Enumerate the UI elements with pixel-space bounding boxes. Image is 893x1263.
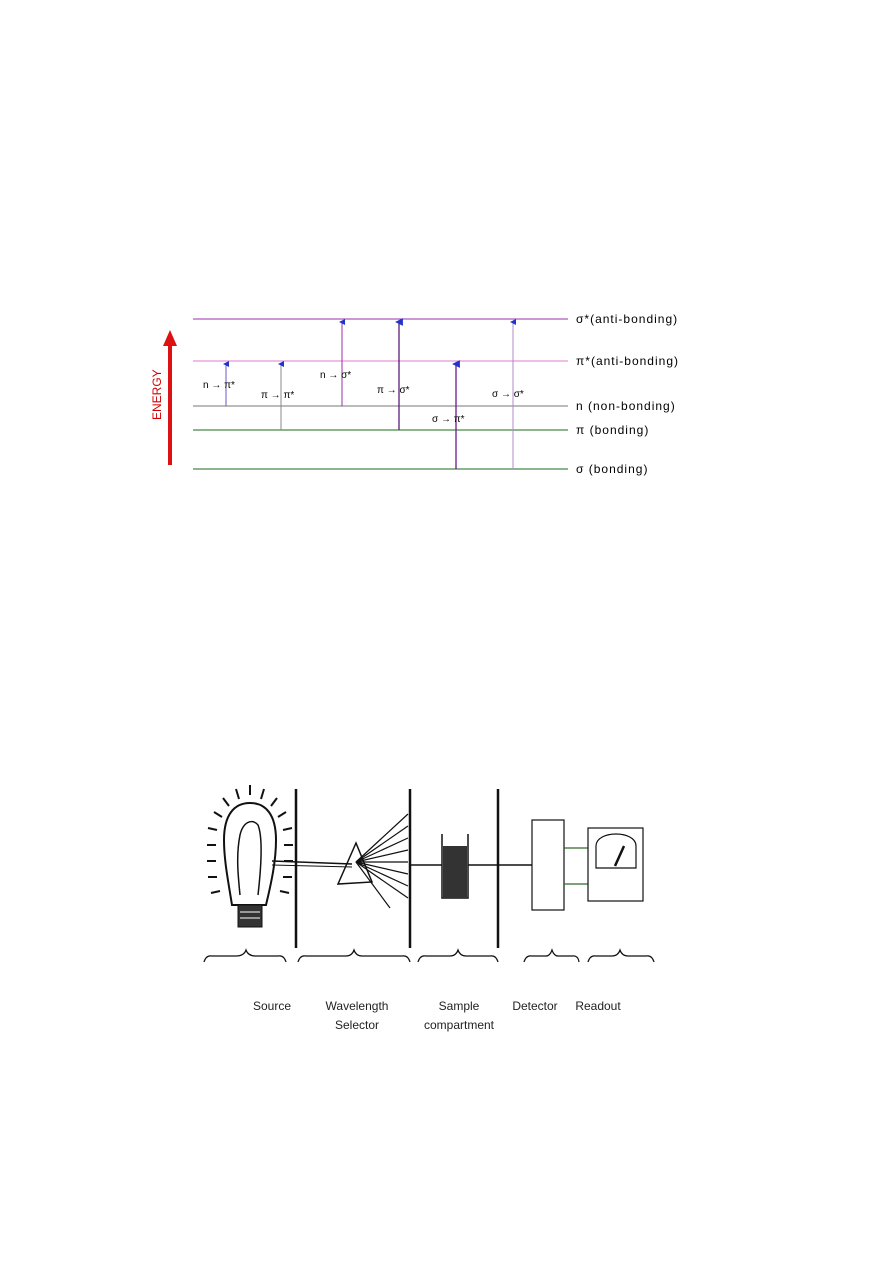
- energy-axis-arrowhead: [163, 330, 177, 346]
- energy-levels: σ*(anti-bonding) π*(anti-bonding) n (non…: [193, 312, 679, 476]
- brace-detector: [523, 948, 580, 963]
- light-beam-in-2: [271, 864, 353, 868]
- energy-axis: ENERGY: [150, 330, 177, 465]
- transition-label-sigma-sigma-star: σ → σ*: [492, 389, 524, 400]
- energy-level-diagram: ENERGY σ*(anti-bonding) π*(anti-bonding)…: [150, 312, 679, 476]
- level-label-n: n (non-bonding): [576, 399, 676, 413]
- transition-label-sigma-pi-star: σ → π*: [432, 414, 465, 425]
- level-label-pi-star: π*(anti-bonding): [576, 354, 679, 368]
- spectrometer-schematic: [203, 785, 655, 963]
- brace-sample: [417, 948, 499, 963]
- transition-label-n-pi-star: n → π*: [203, 380, 235, 391]
- label-detector: Detector: [512, 999, 557, 1013]
- label-readout: Readout: [575, 999, 621, 1013]
- label-source: Source: [253, 999, 291, 1013]
- component-braces: [203, 948, 655, 963]
- transition-label-pi-pi-star: π → π*: [261, 390, 294, 401]
- transition-label-pi-sigma-star: π → σ*: [377, 385, 410, 396]
- light-bulb-icon: [207, 785, 293, 928]
- energy-axis-label: ENERGY: [150, 369, 164, 420]
- transition-label-n-sigma-star: n → σ*: [320, 370, 351, 381]
- cuvette-icon: [441, 834, 469, 899]
- dispersed-rays: [355, 813, 409, 909]
- light-beam-in: [271, 860, 353, 865]
- brace-readout: [587, 948, 655, 963]
- brace-wavelength-selector: [297, 948, 411, 963]
- level-label-sigma-star: σ*(anti-bonding): [576, 312, 678, 326]
- transitions: n → π* π → π* n → σ* π → σ* σ → π* σ → σ…: [203, 318, 524, 469]
- level-label-pi: π (bonding): [576, 423, 649, 437]
- detector-box: [531, 819, 565, 911]
- level-label-sigma: σ (bonding): [576, 462, 648, 476]
- brace-source: [203, 948, 287, 963]
- meter-icon: [587, 827, 644, 902]
